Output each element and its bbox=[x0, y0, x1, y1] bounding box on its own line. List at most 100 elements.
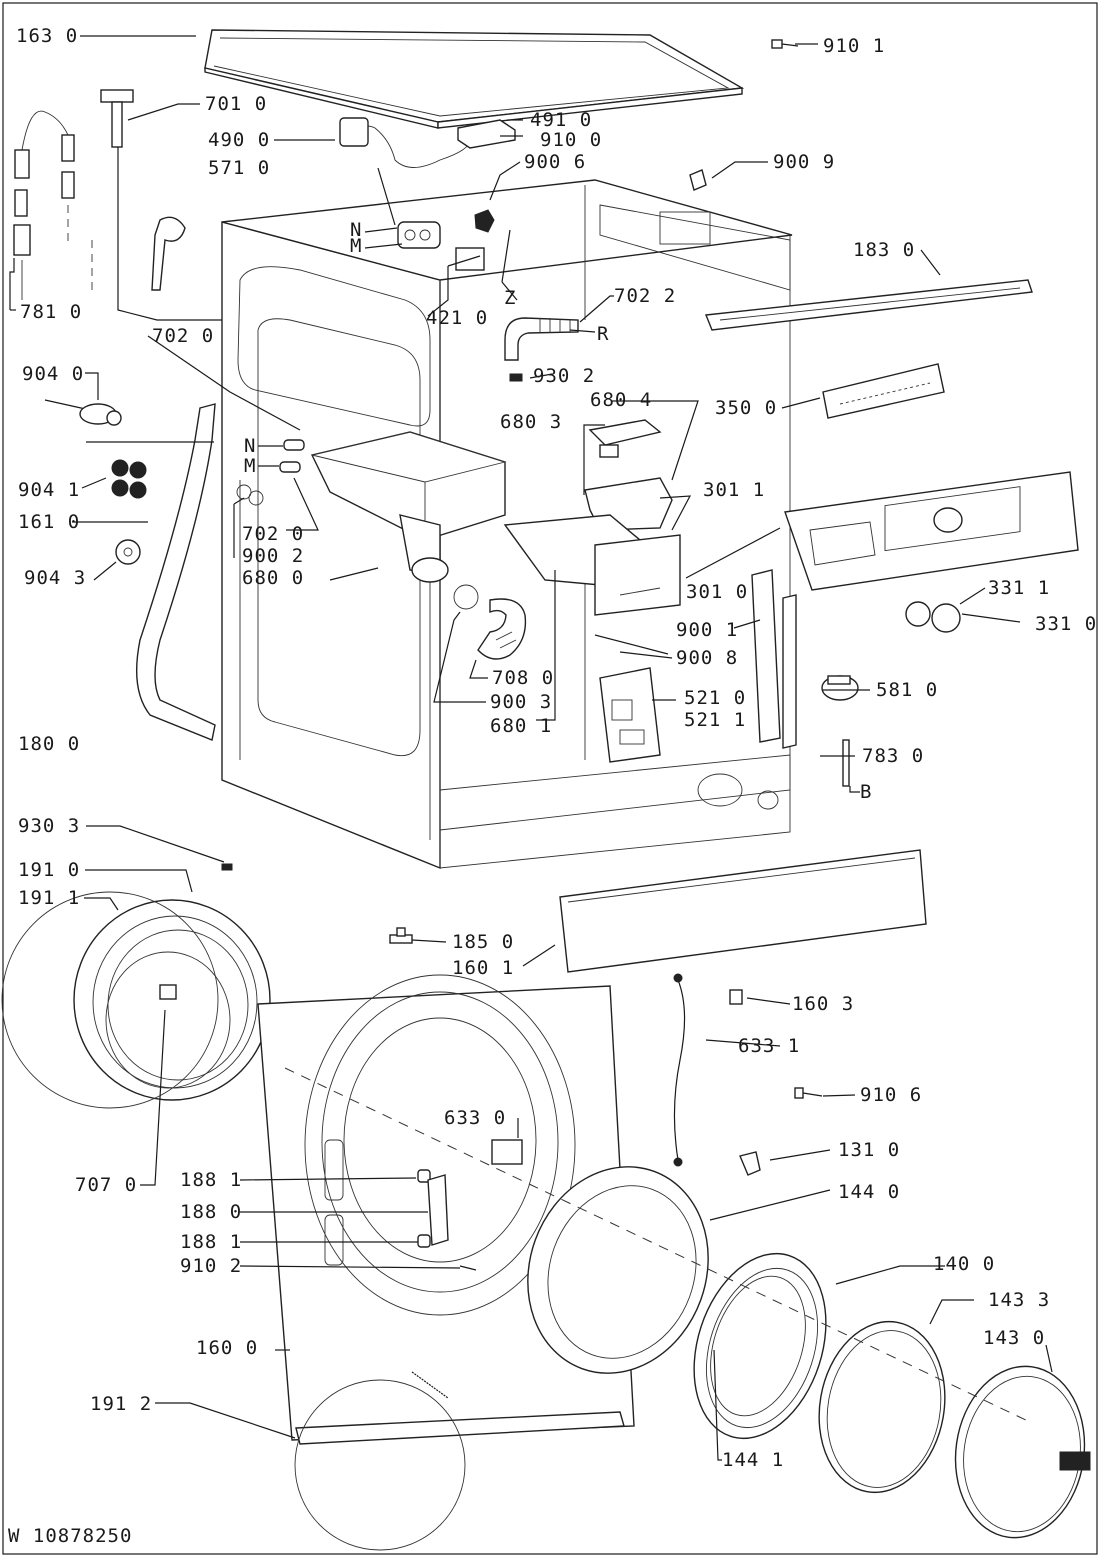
door-inner-ring-part bbox=[527, 1166, 709, 1374]
label-191-0: 191 0 bbox=[18, 859, 80, 881]
label-131-0: 131 0 bbox=[838, 1139, 900, 1161]
knob-part bbox=[905, 601, 931, 627]
label-910-1: 910 1 bbox=[823, 35, 885, 57]
label-191-2: 191 2 bbox=[90, 1393, 152, 1415]
fitting-n-part bbox=[283, 439, 305, 451]
foot-screw-part bbox=[389, 927, 413, 944]
label-R: R bbox=[597, 323, 609, 345]
label-904-3: 904 3 bbox=[24, 567, 86, 589]
door-glass-ring-part bbox=[818, 1320, 946, 1494]
label-680-0: 680 0 bbox=[242, 567, 304, 589]
label-Z: Z bbox=[504, 287, 516, 309]
clip-160-3-part bbox=[729, 989, 743, 1005]
label-160-0: 160 0 bbox=[196, 1337, 258, 1359]
power-module-part bbox=[599, 667, 661, 763]
label-144-0: 144 0 bbox=[838, 1181, 900, 1203]
door-seal-gasket-part bbox=[135, 403, 216, 741]
filter-cap-part bbox=[111, 459, 147, 499]
label-521-0: 521 0 bbox=[684, 687, 746, 709]
label-188-0: 188 0 bbox=[180, 1201, 242, 1223]
label-702-0-a: 702 0 bbox=[152, 325, 214, 347]
label-701-0: 701 0 bbox=[205, 93, 267, 115]
label-N-mid: N bbox=[244, 435, 256, 457]
label-910-0: 910 0 bbox=[540, 129, 602, 151]
small-clip-part bbox=[221, 863, 233, 871]
pump-filter-part bbox=[44, 399, 122, 426]
small-screw-part bbox=[509, 373, 523, 382]
label-900-9: 900 9 bbox=[773, 151, 835, 173]
label-702-0-b: 702 0 bbox=[242, 523, 304, 545]
label-143-0: 143 0 bbox=[983, 1327, 1045, 1349]
label-900-2: 900 2 bbox=[242, 545, 304, 567]
porthole-door-part bbox=[1, 891, 271, 1109]
label-680-3: 680 3 bbox=[500, 411, 562, 433]
door-frame-part bbox=[693, 1252, 827, 1440]
label-M-top: M bbox=[350, 235, 362, 257]
screw-910-2-part bbox=[459, 1265, 477, 1271]
label-143-3: 143 3 bbox=[988, 1289, 1050, 1311]
label-930-2: 930 2 bbox=[533, 365, 595, 387]
hose-clamps-part bbox=[236, 484, 264, 506]
label-571-0: 571 0 bbox=[208, 157, 270, 179]
label-188-1-a: 188 1 bbox=[180, 1169, 242, 1191]
label-188-1-b: 188 1 bbox=[180, 1231, 242, 1253]
label-781-0: 781 0 bbox=[20, 301, 82, 323]
side-bracket-part bbox=[751, 569, 797, 749]
clip-part bbox=[474, 209, 495, 233]
fixing-bracket-part bbox=[689, 169, 707, 191]
label-633-0: 633 0 bbox=[444, 1107, 506, 1129]
fitting-m-part bbox=[279, 461, 301, 473]
label-490-0: 490 0 bbox=[208, 129, 270, 151]
label-185-0: 185 0 bbox=[452, 931, 514, 953]
label-783-0: 783 0 bbox=[862, 745, 924, 767]
hinge-parts bbox=[417, 1169, 449, 1248]
label-633-1: 633 1 bbox=[738, 1035, 800, 1057]
knob-ring-part bbox=[931, 603, 961, 633]
label-331-0: 331 0 bbox=[1035, 613, 1097, 635]
label-900-8: 900 8 bbox=[676, 647, 738, 669]
part-labels: 163 0 910 1 701 0 490 0 491 0 910 0 571 … bbox=[8, 25, 1097, 1547]
label-521-1: 521 1 bbox=[684, 709, 746, 731]
screw-910-1-part bbox=[771, 39, 799, 49]
door-handle-part bbox=[739, 1151, 761, 1176]
label-140-0: 140 0 bbox=[933, 1253, 995, 1275]
dispenser-drawer-parts bbox=[503, 419, 681, 616]
label-702-2: 702 2 bbox=[614, 285, 676, 307]
drain-hose-part bbox=[504, 317, 579, 361]
leader-lines bbox=[9, 35, 1053, 1461]
label-160-1: 160 1 bbox=[452, 957, 514, 979]
label-301-1: 301 1 bbox=[703, 479, 765, 501]
label-900-3: 900 3 bbox=[490, 691, 552, 713]
control-panel-part bbox=[784, 471, 1079, 591]
inlet-hose-part bbox=[151, 216, 186, 291]
label-331-1: 331 1 bbox=[988, 577, 1050, 599]
electronic-board-part bbox=[822, 363, 945, 419]
filter-seal-part bbox=[115, 539, 141, 565]
label-900-6: 900 6 bbox=[524, 151, 586, 173]
door-lock-part bbox=[491, 1139, 523, 1165]
strap-part bbox=[594, 634, 669, 655]
screw-910-6-part bbox=[794, 1087, 823, 1099]
door-lock-connector-part bbox=[397, 221, 441, 249]
lock-wire-part bbox=[673, 973, 686, 1167]
label-161-0: 161 0 bbox=[18, 511, 80, 533]
label-910-2: 910 2 bbox=[180, 1255, 242, 1277]
label-N-top: N bbox=[350, 219, 362, 241]
label-491-0: 491 0 bbox=[530, 109, 592, 131]
label-163-0: 163 0 bbox=[16, 25, 78, 47]
cabinet-part bbox=[221, 179, 793, 870]
label-930-3: 930 3 bbox=[18, 815, 80, 837]
drawing-number: W 10878250 bbox=[8, 1525, 132, 1547]
label-B: B bbox=[860, 781, 872, 803]
label-904-1: 904 1 bbox=[18, 479, 80, 501]
label-160-3: 160 3 bbox=[792, 993, 854, 1015]
damper-rod-part bbox=[100, 89, 134, 148]
bottom-spring-part bbox=[294, 1371, 466, 1551]
door-glass-part bbox=[954, 1365, 1091, 1539]
label-301-0: 301 0 bbox=[686, 581, 748, 603]
suppressor-part bbox=[457, 119, 516, 149]
label-910-6: 910 6 bbox=[860, 1084, 922, 1106]
label-708-0: 708 0 bbox=[492, 667, 554, 689]
pressure-switch-part bbox=[821, 675, 859, 701]
